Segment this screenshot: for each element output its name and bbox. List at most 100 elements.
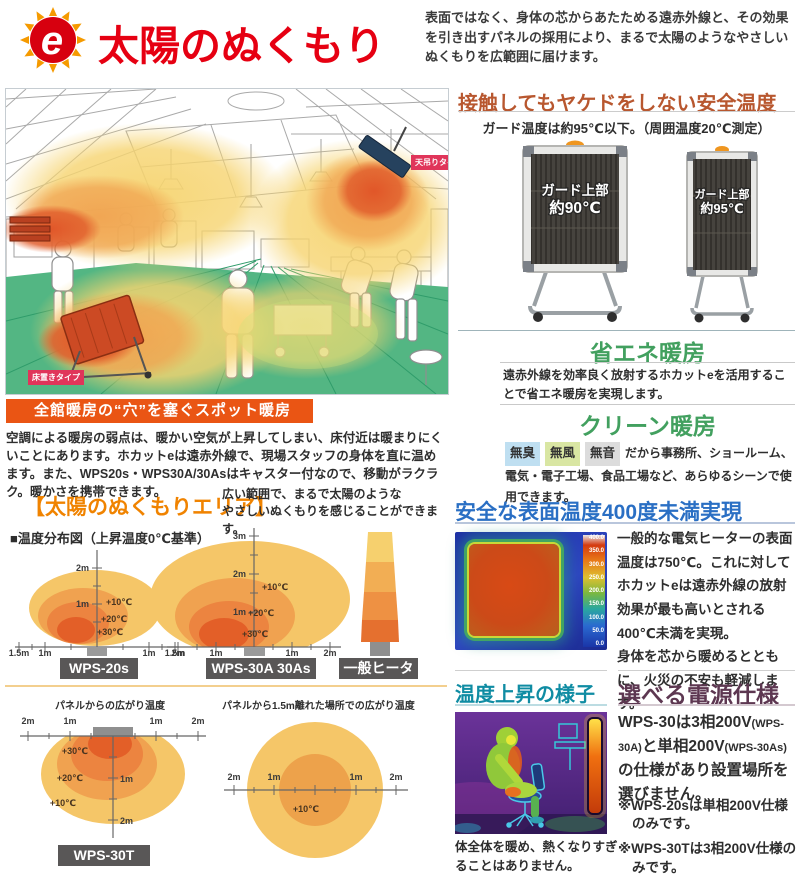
safety-heading-rule: [458, 111, 795, 112]
workshop-scene-svg: [6, 89, 448, 394]
eco-rule: [500, 362, 795, 363]
power-note-1: ※WPS-20sは単相200V仕様のみです。: [618, 798, 788, 832]
spot-heating-body: 空調による暖房の弱点は、暖かい空気が上昇してしまい、床付近は暖まりにくいことにあ…: [6, 431, 443, 499]
svg-text:2m: 2m: [120, 816, 133, 826]
svg-text:+20℃: +20℃: [101, 614, 127, 624]
svg-text:1m: 1m: [285, 648, 298, 656]
svg-text:2m: 2m: [233, 569, 246, 579]
scale-tick: 50.0: [592, 627, 604, 634]
svg-text:1m: 1m: [267, 772, 280, 782]
products-divider: [458, 330, 795, 331]
heater-products: ガード上部 約90℃ ガード上部 約95℃: [522, 140, 758, 323]
ceiling-type-label: 天吊りタイプ: [411, 155, 448, 170]
svg-text:1m: 1m: [63, 716, 76, 726]
rise-heading: 温度上昇の様子: [455, 684, 595, 706]
floor-type-label: 床置きタイプ: [28, 370, 84, 385]
svg-text:1m: 1m: [142, 648, 155, 656]
diagram-wps30t: 2m 1m 1m 2m 1m 2m +30℃ +20℃ +10℃: [20, 716, 206, 838]
svg-text:ガード上部: ガード上部: [695, 187, 750, 201]
svg-text:+30℃: +30℃: [97, 627, 123, 637]
ceiling-heater-panel: [358, 135, 411, 178]
power-heading: 選べる電源仕様: [618, 682, 779, 708]
safety-heading: 接触してもヤケドをしない安全温度: [458, 93, 777, 115]
surface-heading: 安全な表面温度400度未満実現: [455, 501, 743, 524]
diagram-wps30a: 3m 2m 1m +10℃ +20℃ +30℃ 2m 1m 1m 2m: [150, 528, 350, 656]
radial-diagram-title: パネルから1.5m離れた場所での広がり温度: [222, 701, 415, 712]
sun-logo-icon: e: [20, 7, 86, 73]
warm-area-title: 【太陽のぬくもりエリア】: [24, 496, 276, 519]
warm-area-subtitle: 広い範囲で、まるで太陽のような やさしいぬくもりを感じることができます。: [222, 486, 452, 538]
svg-text:2m: 2m: [76, 563, 89, 573]
svg-text:2m: 2m: [21, 716, 34, 726]
clean-body-text: だから事務所、ショールーム、電気・電子工場、食品工場など、あらゆるシーンで使用で…: [505, 446, 793, 504]
model-label-generic-heater: 一般ヒーター: [339, 658, 418, 697]
svg-text:1.5m: 1.5m: [9, 648, 30, 656]
heat-glow-floor-right: [208, 275, 404, 379]
svg-text:2m: 2m: [191, 716, 204, 726]
svg-text:約95℃: 約95℃: [700, 201, 743, 216]
rise-top-rule: [455, 670, 607, 671]
rise-heading-rule: [455, 704, 607, 706]
logo-circle: [30, 17, 76, 63]
svg-text:約90℃: 約90℃: [549, 198, 601, 217]
svg-text:2m: 2m: [389, 772, 402, 782]
desk-shapes: [554, 723, 586, 770]
power-body: WPS-30は3相200V(WPS-30A)と単相200V(WPS-30As)の…: [618, 711, 798, 807]
scale-tick: 350.0: [588, 548, 604, 555]
svg-text:1m: 1m: [349, 772, 362, 782]
surface-body-2: 身体を芯から暖めるとともに、火災の不安も軽減します。: [617, 649, 779, 711]
power-seg4: (WPS-30As): [724, 742, 787, 755]
svg-text:+10℃: +10℃: [262, 582, 288, 592]
svg-text:+10℃: +10℃: [106, 597, 132, 607]
scale-tick: 200.0: [588, 588, 604, 594]
thermal-hot-zone: [469, 544, 559, 636]
clean-rule: [500, 404, 795, 405]
svg-text:1m: 1m: [76, 599, 89, 609]
surface-body-1: 一般的な電気ヒーターの表面温度は750℃。これに対してホカットeは遠赤外線の放射…: [617, 531, 793, 641]
svg-text:1m: 1m: [38, 648, 51, 656]
heater-strip: [587, 717, 603, 815]
clean-body: 無臭無風無音だから事務所、ショールーム、電気・電子工場、食品工場など、あらゆるシ…: [505, 442, 797, 508]
logo-letter: e: [41, 19, 63, 63]
workshop-illustration: 天吊りタイプ 床置きタイプ: [5, 88, 449, 395]
svg-text:3m: 3m: [233, 531, 246, 541]
badge-silent: 無音: [585, 442, 621, 466]
badge-odorless: 無臭: [505, 442, 541, 466]
surface-heading-rule: [455, 522, 795, 524]
power-note-2: ※WPS-30Tは3相200V仕様のみです。: [618, 841, 797, 874]
distribution-diagrams: 2m 1m +10℃ +20℃ +30℃ 1.5m 1m 1m 1.5m: [9, 528, 399, 656]
diagram-generic-heater: [361, 532, 399, 656]
svg-text:+10℃: +10℃: [293, 804, 319, 814]
svg-text:+10℃: +10℃: [50, 798, 76, 808]
svg-text:1m: 1m: [209, 648, 222, 656]
rise-caption: 体全体を暖め、熱くなりすぎることはありません。: [455, 840, 618, 873]
guard-temp-subtitle: ガード温度は約95℃以下。（周囲温度20℃測定）: [482, 121, 771, 136]
scale-tick: 250.0: [588, 574, 604, 581]
svg-text:+30℃: +30℃: [62, 746, 88, 756]
distribution-caption: ■温度分布図（上昇温度0℃基準）: [10, 531, 210, 546]
power-seg2: (WPS-30A): [618, 718, 784, 755]
intro-text: 表面ではなく、身体の芯からあたためる遠赤外線と、その効果を引き出すパネルの採用に…: [425, 10, 789, 64]
heat-glow-ceiling-right: [250, 126, 448, 303]
svg-text:+20℃: +20℃: [57, 773, 83, 783]
warm-area-subtitle-line1: 広い範囲で、まるで太陽のような: [222, 487, 402, 501]
model-label-wps20s: WPS-20s: [60, 658, 138, 679]
power-seg5: の仕様があり設置場所を選びません。: [618, 762, 789, 804]
surface-body: 一般的な電気ヒーターの表面温度は750℃。これに対してホカットeは遠赤外線の放射…: [617, 527, 797, 716]
floor-heater-panel: [60, 294, 145, 365]
warm-area-subtitle-line2: やさしいぬくもりを感じることができます。: [222, 504, 439, 536]
svg-text:1m: 1m: [233, 607, 246, 617]
svg-text:+20℃: +20℃: [248, 608, 274, 618]
svg-text:1m: 1m: [120, 774, 133, 784]
scale-tick: 0.0: [595, 641, 604, 647]
svg-text:1m: 1m: [149, 716, 162, 726]
sun-rays: [20, 7, 86, 73]
scale-tick: 150.0: [588, 601, 604, 608]
wps30t-diagram-title: パネルからの広がり温度: [55, 701, 165, 712]
power-seg1: WPS-30は3相200V: [618, 714, 752, 731]
scale-tick: 400.0: [588, 535, 604, 541]
scale-tick: 300.0: [588, 561, 604, 568]
heat-glow-floor-left: [30, 261, 286, 394]
svg-text:2m: 2m: [323, 648, 336, 656]
